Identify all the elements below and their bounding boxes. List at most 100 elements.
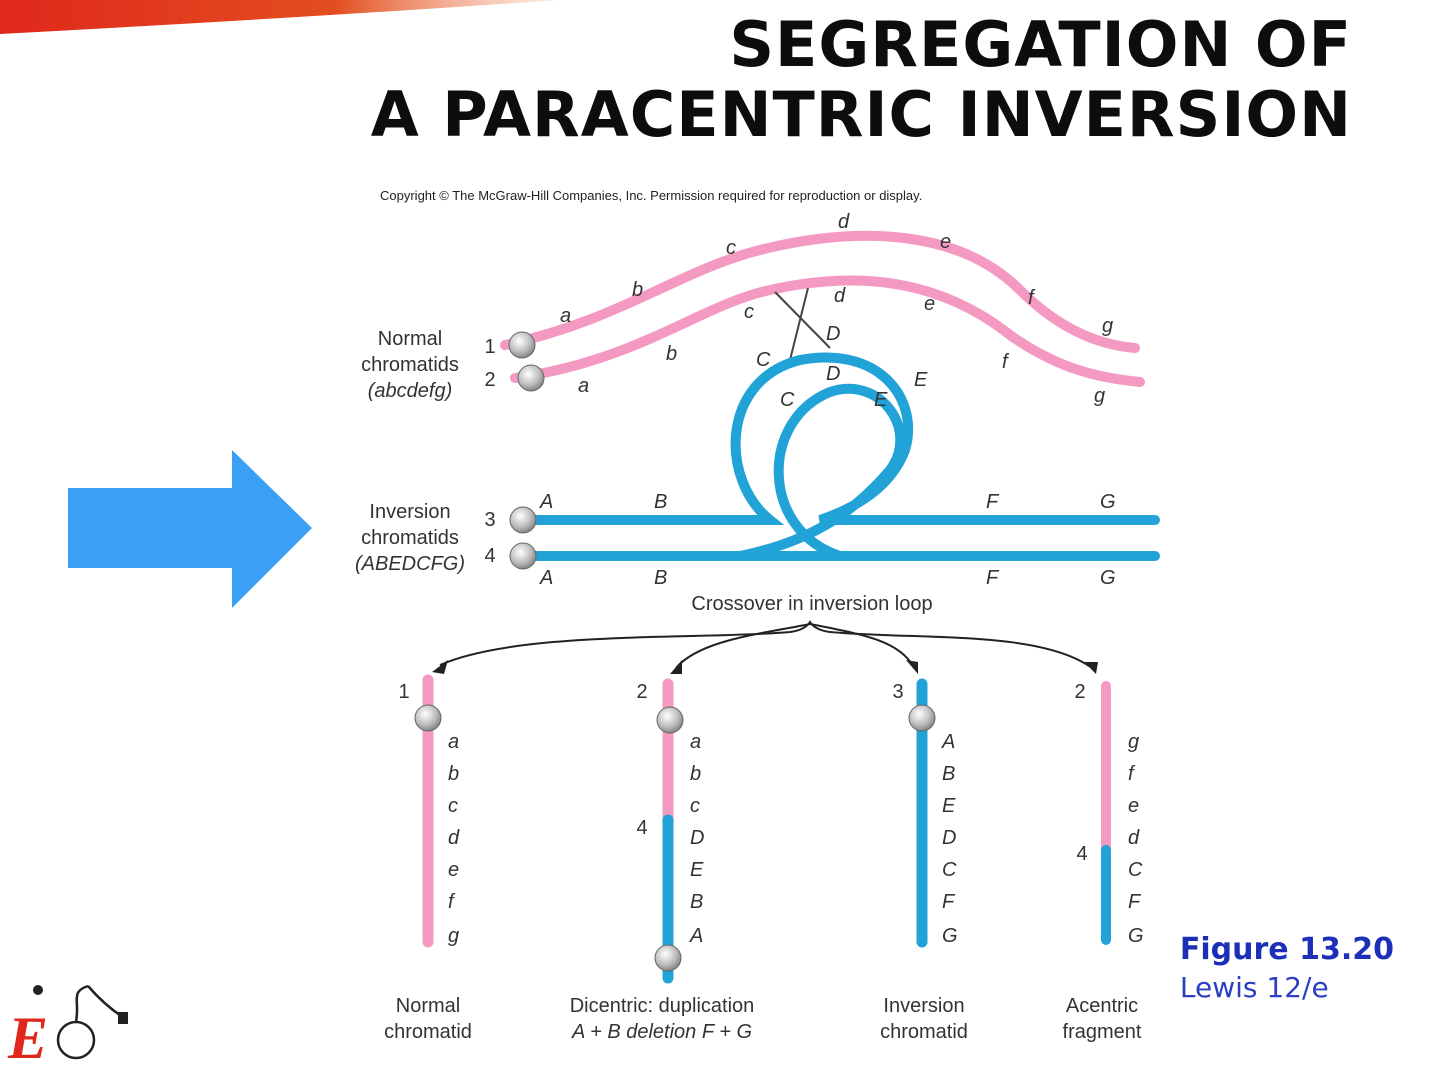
centromere-3 xyxy=(509,506,537,534)
svg-text:A: A xyxy=(689,925,703,947)
normal-chromatid-2 xyxy=(510,275,1145,387)
svg-text:d: d xyxy=(448,827,460,849)
crossover-letter-d: D xyxy=(826,323,840,345)
crossover-caption: Crossover in inversion loop xyxy=(691,593,932,615)
svg-text:e: e xyxy=(1128,795,1139,817)
product-3-centromere xyxy=(908,704,936,732)
chromatid-number-3: 3 xyxy=(484,509,495,531)
svg-text:E: E xyxy=(690,859,704,881)
svg-text:f: f xyxy=(448,891,456,913)
inv-top-f: F xyxy=(986,491,1000,513)
svg-text:B: B xyxy=(690,891,703,913)
chromatid-number-4: 4 xyxy=(484,545,495,567)
product-1-caption-2: chromatid xyxy=(384,1021,472,1043)
centromere-4 xyxy=(509,542,537,570)
inv-top-a: A xyxy=(539,491,553,513)
svg-text:c: c xyxy=(690,795,700,817)
product-1-centromere xyxy=(414,704,442,732)
product-2-centromere-bottom xyxy=(654,944,682,972)
arrowhead-3 xyxy=(906,660,918,674)
gene-bot-c: c xyxy=(744,301,754,323)
product-4-caption-1: Acentric xyxy=(1066,995,1138,1017)
svg-text:c: c xyxy=(448,795,458,817)
slide-title-line1: SEGREGATION OF xyxy=(729,8,1352,81)
product-4-genes: g f e d C F G xyxy=(1128,731,1144,947)
brace xyxy=(439,620,1093,669)
figure-source: Lewis 12/e xyxy=(1179,971,1329,1004)
product-4-number: 2 xyxy=(1074,681,1085,703)
gene-top-e: e xyxy=(940,231,951,253)
gene-top-f: f xyxy=(1028,287,1036,309)
gene-bot-b: b xyxy=(666,343,677,365)
inv-bot-a: A xyxy=(539,567,553,589)
loop-inner-e: E xyxy=(874,389,888,411)
svg-text:F: F xyxy=(1128,891,1142,913)
gene-top-c: c xyxy=(726,237,736,259)
svg-text:b: b xyxy=(448,763,459,785)
copyright-notice: Copyright © The McGraw-Hill Companies, I… xyxy=(380,188,923,203)
normal-label-line2: chromatids xyxy=(361,354,459,376)
normal-label-line1: Normal xyxy=(378,328,442,350)
svg-text:b: b xyxy=(690,763,701,785)
svg-text:a: a xyxy=(690,731,701,753)
inversion-label-line1: Inversion xyxy=(369,501,450,523)
gene-bot-f: f xyxy=(1002,351,1010,373)
product-3-caption-2: chromatid xyxy=(880,1021,968,1043)
crossover-letter-c: C xyxy=(756,349,771,371)
arrowhead-4 xyxy=(1084,662,1098,674)
gene-bot-e: e xyxy=(924,293,935,315)
svg-text:A: A xyxy=(941,731,955,753)
centromere-2 xyxy=(517,364,545,392)
svg-text:F: F xyxy=(942,891,956,913)
logo-letter: E xyxy=(7,1005,48,1068)
product-2-genes: a b c D E B A xyxy=(689,731,704,947)
svg-text:f: f xyxy=(1128,763,1136,785)
product-3-caption-1: Inversion xyxy=(883,995,964,1017)
svg-text:C: C xyxy=(942,859,957,881)
inversion-label-line3: (ABEDCFG) xyxy=(355,553,465,575)
product-3-genes: A B E D C F G xyxy=(941,731,958,947)
inversion-chromatid-4 xyxy=(515,383,906,561)
loop-outer-d: D xyxy=(826,363,840,385)
gene-bot-g: g xyxy=(1094,385,1105,407)
inv-bot-g: G xyxy=(1100,567,1116,589)
product-2-caption-2: A + B deletion F + G xyxy=(571,1021,752,1043)
gene-top-d: d xyxy=(838,211,850,233)
svg-text:C: C xyxy=(1128,859,1143,881)
arrowhead-1 xyxy=(432,660,448,674)
gene-bot-d: d xyxy=(834,285,846,307)
figure-number: Figure 13.20 xyxy=(1179,932,1394,967)
inv-top-g: G xyxy=(1100,491,1116,513)
svg-text:g: g xyxy=(448,925,459,947)
product-2-junction: 4 xyxy=(636,817,647,839)
loop-outer-e: E xyxy=(914,369,928,391)
crossover-line-1 xyxy=(774,291,831,349)
crossover-line-2 xyxy=(789,287,809,361)
gene-top-g: g xyxy=(1102,315,1113,337)
arrowhead-2 xyxy=(670,660,682,674)
header-swoosh xyxy=(0,0,560,34)
logo: E xyxy=(7,984,128,1068)
svg-text:g: g xyxy=(1128,731,1139,753)
inversion-label-line2: chromatids xyxy=(361,527,459,549)
svg-text:B: B xyxy=(942,763,955,785)
svg-text:G: G xyxy=(942,925,958,947)
slide-title-line2: A PARACENTRIC INVERSION xyxy=(370,78,1352,151)
normal-label-line3: (abcdefg) xyxy=(368,380,453,402)
centromere-1 xyxy=(508,331,536,359)
svg-text:d: d xyxy=(1128,827,1140,849)
product-3-number: 3 xyxy=(892,681,903,703)
figure-reference: Figure 13.20 Lewis 12/e xyxy=(1180,932,1394,1004)
chromatid-number-2: 2 xyxy=(484,369,495,391)
brace-branch-3 xyxy=(809,623,915,669)
svg-text:a: a xyxy=(448,731,459,753)
inv-bot-b: B xyxy=(654,567,667,589)
loop-inner-c: C xyxy=(780,389,795,411)
chromatid-number-1: 1 xyxy=(484,336,495,358)
product-1-caption-1: Normal xyxy=(396,995,460,1017)
product-2-caption-1: Dicentric: duplication xyxy=(570,995,755,1017)
product-4-junction: 4 xyxy=(1076,843,1087,865)
svg-text:D: D xyxy=(942,827,956,849)
svg-text:D: D xyxy=(690,827,704,849)
